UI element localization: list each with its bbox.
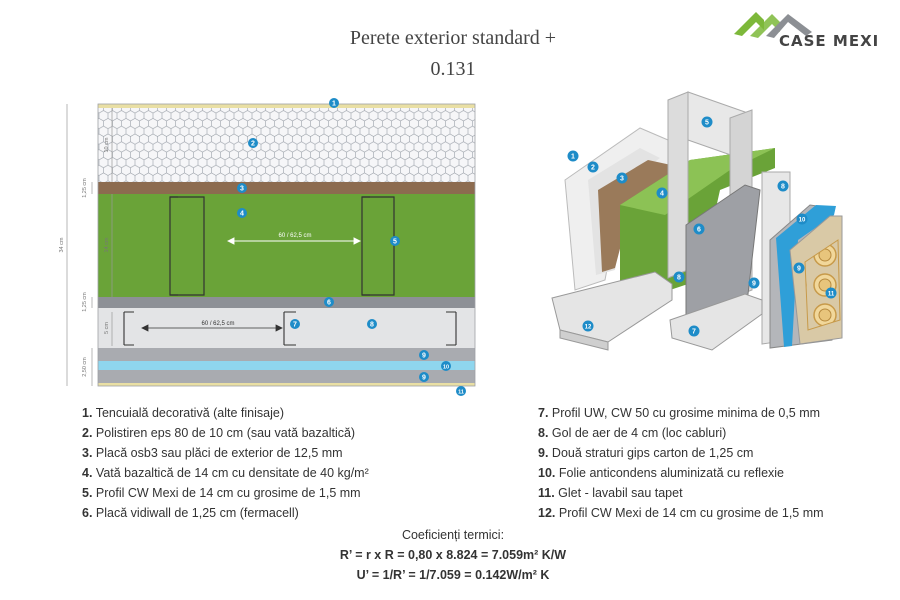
legend-item-4: 4. Vată bazaltică de 14 cm cu densitate …: [82, 466, 369, 480]
coefficient-u: U’ = 1/R’ = 1/7.059 = 0.142W/m² K: [356, 568, 550, 582]
marker-5: 5: [393, 239, 397, 246]
iso-marker-1: 1: [571, 154, 575, 161]
iso-marker-4: 4: [660, 191, 664, 198]
legend-item-11: 11. Glet - lavabil sau tapet: [538, 486, 683, 500]
layer-wool: [98, 194, 475, 297]
legend-item-7: 7. Profil UW, CW 50 cu grosime minima de…: [538, 406, 821, 420]
layer-finish: [98, 383, 475, 386]
cw-profile-right: [361, 196, 395, 296]
marker-9b: 9: [422, 375, 426, 382]
layer-foil: [98, 361, 475, 370]
iso-marker-5: 5: [705, 120, 709, 127]
layer-gypsum-2: [98, 370, 475, 383]
coefficient-r: R’ = r x R = 0,80 x 8.824 = 7.059m² K/W: [339, 548, 567, 562]
marker-6: 6: [327, 300, 331, 307]
legend-item-3: 3. Placă osb3 sau plăci de exterior de 1…: [82, 446, 343, 460]
marker-8: 8: [370, 322, 374, 329]
spacing-label-upper: 60 / 62,5 cm: [278, 233, 311, 239]
logo-text: CASE MEXI: [779, 32, 880, 50]
iso-marker-9b: 9: [797, 266, 801, 273]
layer-osb: [98, 182, 475, 194]
marker-9a: 9: [422, 353, 426, 360]
marker-10: 10: [443, 365, 449, 371]
spacing-label-lower: 60 / 62,5 cm: [201, 321, 234, 327]
cw-profile-left: [169, 196, 205, 296]
legend-item-5: 5. Profil CW Mexi de 14 cm cu grosime de…: [82, 486, 361, 500]
iso-marker-6: 6: [697, 227, 701, 234]
legend-item-1: 1. Tencuială decorativă (alte finisaje): [82, 406, 284, 420]
legend-item-8: 8. Gol de aer de 4 cm (loc cabluri): [538, 426, 727, 440]
dim-eps: 10 cm: [104, 137, 110, 152]
coefficients-heading: Coeficienți termici:: [401, 528, 505, 542]
marker-11: 11: [458, 390, 464, 396]
legend-item-12: 12. Profil CW Mexi de 14 cm cu grosime d…: [538, 506, 824, 520]
dim-osb: 1,25 cm: [82, 178, 88, 198]
legend-item-6: 6. Placă vidiwall de 1,25 cm (fermacell): [82, 506, 299, 520]
page-title-line2: 0.131: [430, 58, 476, 80]
dim-wool: 14 cm: [104, 237, 110, 252]
house-roof-logo-icon: [734, 12, 812, 38]
wall-3d-illustration: 1 2 3 4 5 6 7 8 8 9 9 10 11 12: [551, 91, 843, 351]
iso-marker-12: 12: [585, 325, 592, 331]
uw-profiles: [123, 311, 457, 346]
marker-1: 1: [332, 101, 336, 108]
layer-vidiwall: [98, 297, 475, 308]
iso-marker-3: 3: [620, 176, 624, 183]
dim-gypsum: 2,50 cm: [82, 357, 88, 377]
marker-4: 4: [240, 211, 244, 218]
iso-marker-9a: 9: [752, 281, 756, 288]
dim-vidiwall: 1,25 cm: [82, 292, 88, 312]
legend-item-2: 2. Polistiren eps 80 de 10 cm (sau vată …: [82, 426, 356, 440]
iso-marker-11: 11: [828, 292, 835, 298]
dim-airgap: 5 cm: [104, 322, 110, 334]
legend-item-9: 9. Două straturi gips carton de 1,25 cm: [538, 446, 754, 460]
iso-marker-8a: 8: [677, 275, 681, 282]
iso-marker-8b: 8: [781, 184, 785, 191]
legend-item-10: 10. Folie anticondens aluminizată cu ref…: [538, 466, 784, 480]
iso-marker-10: 10: [799, 218, 806, 224]
marker-7: 7: [293, 322, 297, 329]
layer-gypsum-1: [98, 348, 475, 361]
page-title-line1: Perete exterior standard +: [349, 27, 557, 49]
marker-2: 2: [251, 141, 255, 148]
wall-cross-section: 60 / 62,5 cm 60 / 62,5 cm 34 cm 10 cm 1,…: [59, 98, 476, 396]
layer-plaster: [98, 104, 475, 108]
dim-total: 34 cm: [59, 237, 65, 252]
iso-marker-7: 7: [692, 329, 696, 336]
iso-marker-2: 2: [591, 165, 595, 172]
marker-3: 3: [240, 186, 244, 193]
